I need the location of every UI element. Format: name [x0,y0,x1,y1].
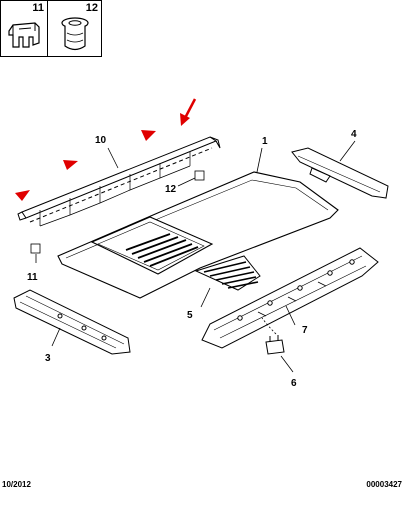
callout-1: 1 [262,136,268,147]
callout-10: 10 [95,135,107,146]
part-cell-11: 11 [0,0,48,57]
callout-12: 12 [165,184,177,195]
callout-3: 3 [45,353,51,364]
callout-11: 11 [27,272,38,283]
part-number: 12 [85,2,98,14]
callout-4: 4 [351,129,357,140]
red-arrow-icon [15,190,30,201]
part-number: 11 [32,2,44,14]
callout-6: 6 [291,378,297,389]
red-arrow-icon [63,160,78,170]
red-arrow-icon [141,130,156,141]
part-12-marker [194,170,205,181]
callout-5: 5 [187,310,193,321]
red-arrow-icon [180,113,190,126]
footer-date: 10/2012 [2,480,31,489]
part-1-roof-panel [57,171,339,299]
red-arrow-group [15,98,197,201]
plug-icon [61,17,89,51]
clip-icon [8,22,40,48]
footer-code: 00003427 [366,480,402,489]
part-3-rear-member [13,289,131,355]
callout-7: 7 [302,325,308,336]
part-7-roof-bow [201,247,379,349]
part-5-crossmember [194,255,261,291]
part-cell-12: 12 [47,0,102,57]
leader-lines [35,140,356,373]
part-6-clip [265,335,285,355]
part-4-spoiler [291,147,389,199]
part-10-rail [17,136,221,227]
part-11-marker [30,243,41,254]
